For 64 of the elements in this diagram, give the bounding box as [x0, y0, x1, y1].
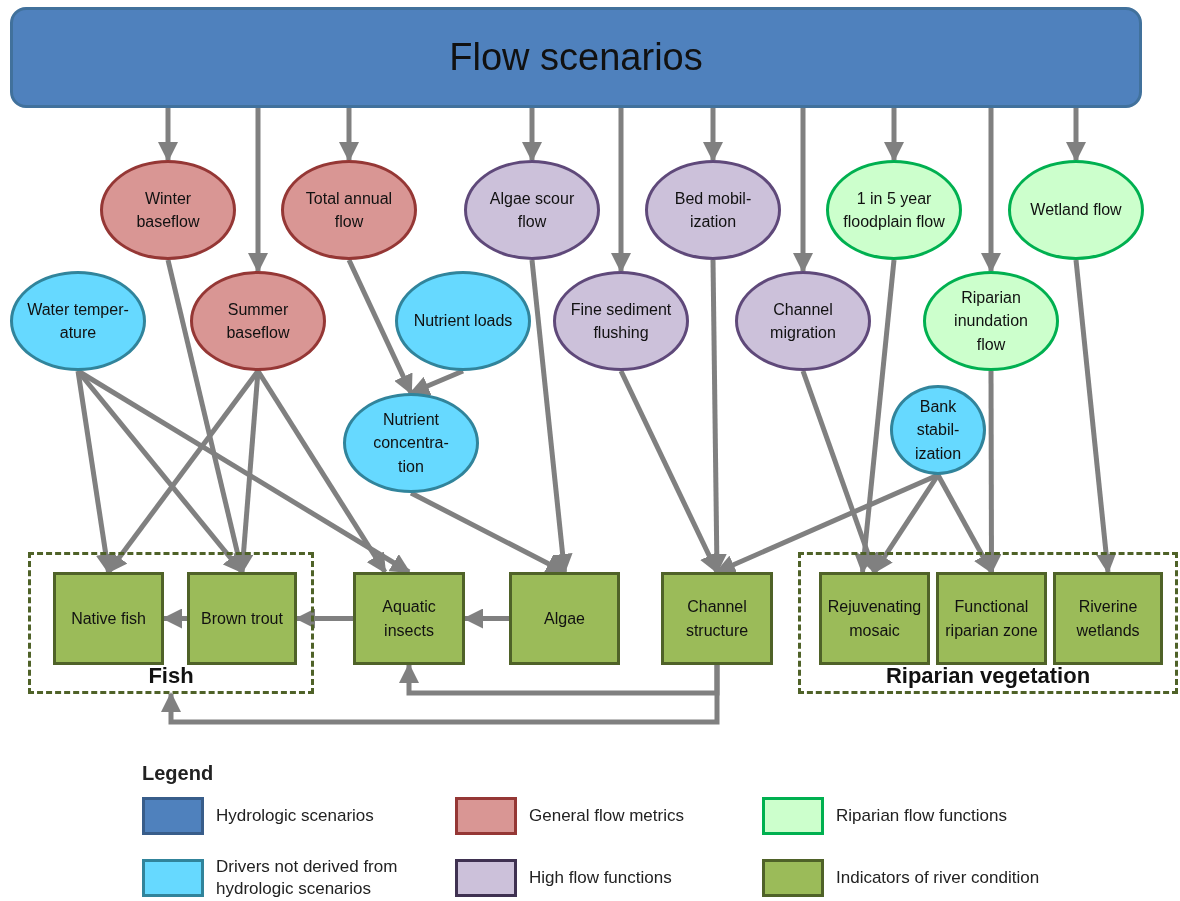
arrow: [158, 108, 178, 162]
arrow: [522, 108, 542, 162]
arrow: [162, 608, 187, 629]
node-label: Wetland flow: [1030, 200, 1122, 221]
arrow: [346, 258, 414, 395]
group-title: Fish: [148, 663, 194, 689]
indicator-box: [509, 572, 620, 665]
arrow: [793, 108, 813, 273]
indicator-box: [1053, 572, 1163, 665]
indicator-box: [53, 572, 164, 665]
scenario-banner: [10, 7, 1142, 108]
legend-label: Riparian flow functions: [836, 804, 1009, 827]
node-label: Algae scour flow: [488, 188, 576, 232]
node-label: Riparian inundation flow: [953, 288, 1029, 355]
arrow: [1066, 108, 1086, 162]
arrow: [295, 608, 353, 629]
node-label: Brown trout: [201, 608, 283, 629]
node-label: Native fish: [71, 608, 146, 629]
dashed-group-frame: [28, 552, 314, 694]
node-label: Channel structure: [684, 596, 750, 641]
arrow: [529, 259, 573, 574]
banner-title: Flow scenarios: [449, 36, 703, 79]
group-title: Riparian vegetation: [885, 663, 1091, 689]
node-label: Channel migration: [769, 299, 837, 343]
node-label: Fine sediment flushing: [570, 299, 672, 343]
legend-label: High flow functions: [529, 866, 673, 889]
indicator-box: [187, 572, 297, 665]
arrow: [248, 108, 268, 273]
indicator-box: [936, 572, 1047, 665]
arrow: [703, 108, 723, 162]
node-label: Nutrient concentra- tion: [372, 410, 450, 477]
node-label: Summer baseflow: [225, 299, 291, 343]
arrow: [161, 665, 720, 725]
arrow: [854, 259, 897, 574]
indicator-box: [661, 572, 773, 665]
node-label: Functional riparian zone: [944, 596, 1039, 641]
indicator-box: [819, 572, 930, 665]
node-label: Water temper- ature: [27, 299, 129, 343]
legend-label: Drivers not derived from hydrologic scenarios: [216, 855, 399, 900]
arrow: [981, 108, 1001, 273]
legend-label: Indicators of river condition: [836, 866, 1041, 889]
arrow: [800, 370, 878, 574]
node-label: Algae: [544, 608, 585, 629]
node-label: Bed mobil- ization: [673, 188, 753, 232]
legend-label: Hydrologic scenarios: [216, 804, 375, 827]
dashed-group-frame: [798, 552, 1178, 694]
arrow: [339, 108, 359, 162]
node-label: Bank stabil- ization: [913, 397, 963, 464]
legend-label: General flow metrics: [529, 804, 685, 827]
legend-title: Legend: [142, 761, 214, 786]
node-label: Riverine wetlands: [1075, 596, 1141, 641]
arrow: [981, 371, 1002, 574]
node-label: Nutrient loads: [413, 311, 513, 332]
node-label: Winter baseflow: [135, 188, 201, 232]
node-label: 1 in 5 year floodplain flow: [843, 188, 945, 232]
ellipse-node: [395, 271, 531, 371]
node-label: Total annual flow: [304, 188, 394, 232]
arrow: [1073, 259, 1117, 574]
arrow: [611, 108, 631, 273]
arrow: [884, 108, 904, 162]
arrow: [463, 608, 509, 629]
node-label: Aquatic insects: [381, 596, 437, 641]
indicator-box: [353, 572, 465, 665]
node-label: Rejuvenating mosaic: [826, 596, 923, 641]
